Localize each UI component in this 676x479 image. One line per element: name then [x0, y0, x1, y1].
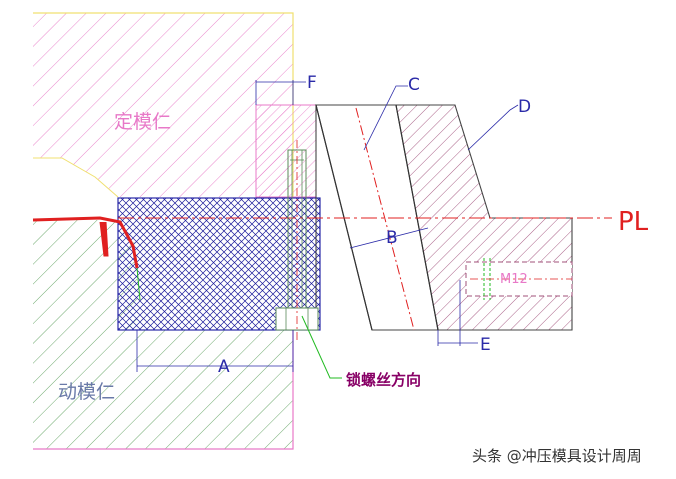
dimension-e: E [437, 280, 491, 355]
part-edge [32, 216, 141, 301]
dim-c-label: C [408, 75, 420, 95]
dim-e-label: E [480, 335, 491, 355]
pl-label: PL [618, 207, 649, 237]
fixed-mold-insert [33, 12, 317, 198]
dim-f-label: F [307, 73, 317, 93]
thread-label: M12 [500, 272, 528, 287]
screw-direction-leader [301, 315, 342, 379]
dimension-b: B [349, 227, 429, 249]
dim-d-label: D [518, 97, 531, 117]
watermark: 头条 @冲压模具设计周周 [472, 447, 642, 465]
dim-a-label: A [218, 357, 230, 377]
dim-b-label: B [386, 228, 398, 248]
fixed-insert-label: 定模仁 [114, 111, 171, 133]
dimension-f: F [255, 73, 317, 105]
dimension-a: A [136, 330, 294, 377]
threaded-hole: M12 [465, 258, 573, 300]
screw [275, 140, 319, 340]
dimension-d: D [467, 97, 531, 151]
dimension-c: C [363, 75, 420, 151]
lock-screw-direction-label: 锁螺丝方向 [346, 371, 421, 389]
angle-pin-centerline [355, 107, 415, 331]
moving-insert-label: 动模仁 [58, 381, 115, 403]
